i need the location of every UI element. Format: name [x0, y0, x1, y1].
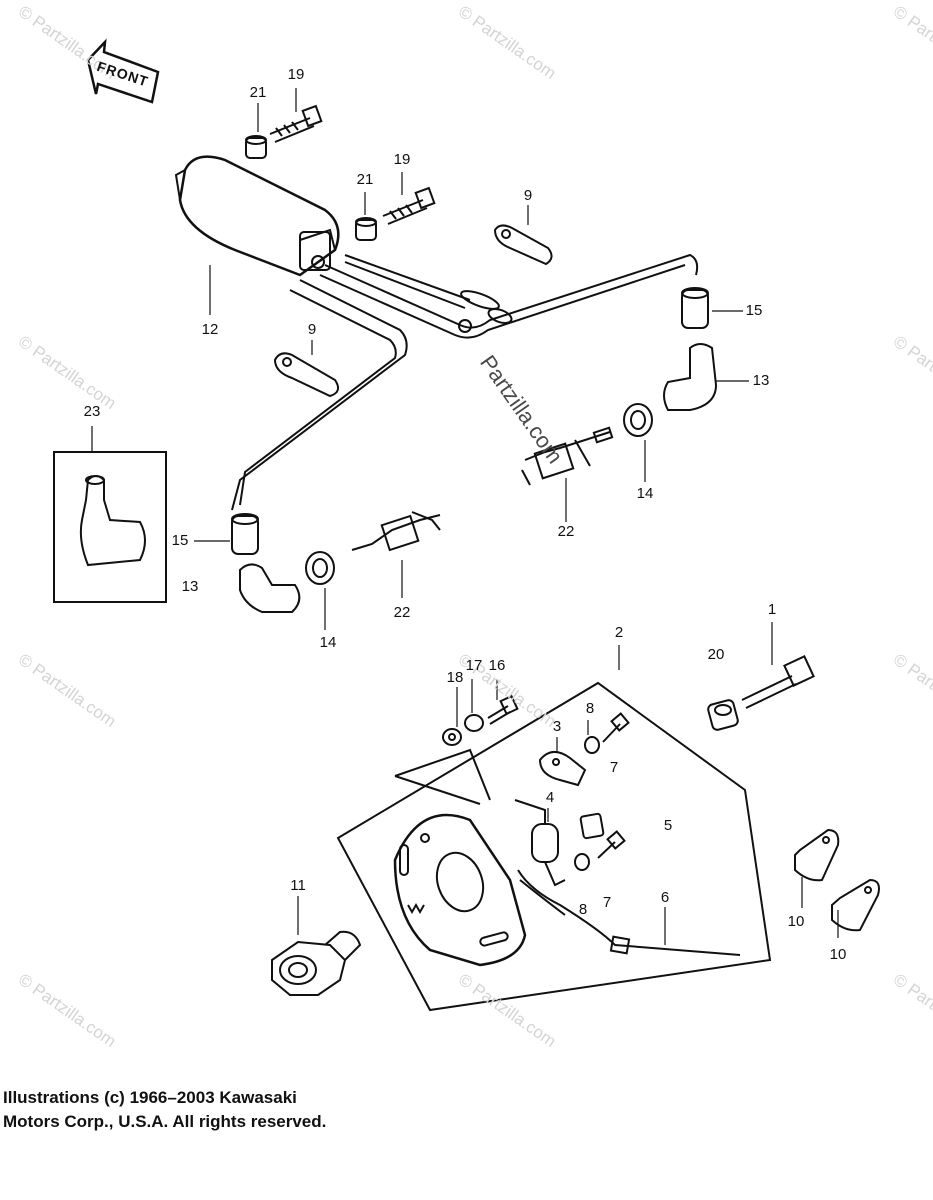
part-label-5: 5: [663, 817, 673, 834]
inset-box-23: [53, 451, 167, 603]
breaker-assembly-outline: [336, 681, 772, 1012]
part-label-16: 16: [488, 657, 506, 674]
part-label-19: 19: [393, 151, 411, 168]
part-label-10: 10: [787, 913, 805, 930]
spacer-21-lower: [355, 217, 377, 241]
leader-lines: [91, 88, 839, 945]
part-label-8: 8: [585, 700, 595, 717]
part-label-2: 2: [614, 624, 624, 641]
contact-breaker-3: [538, 751, 587, 787]
part-label-22: 22: [557, 523, 575, 540]
washer-8-upper: [584, 736, 600, 754]
part-label-1: 1: [767, 601, 777, 618]
washer-8-lower: [574, 853, 590, 871]
clamp-10-upper: [794, 828, 840, 882]
part-label-21: 21: [356, 171, 374, 188]
part-label-12: 12: [201, 321, 219, 338]
part-label-10: 10: [829, 946, 847, 963]
front-arrow-icon: [86, 38, 160, 104]
copyright-line-2: Motors Corp., U.S.A. All rights reserved…: [3, 1112, 327, 1131]
clamp-9-upper: [493, 224, 553, 266]
part-label-15: 15: [745, 302, 763, 319]
timing-advancer-11: [271, 930, 362, 996]
part-label-18: 18: [446, 669, 464, 686]
part-label-8: 8: [578, 901, 588, 918]
part-label-7: 7: [602, 894, 612, 911]
breaker-base-plate: [393, 813, 527, 967]
part-label-21: 21: [249, 84, 267, 101]
part-label-7: 7: [609, 759, 619, 776]
part-label-14: 14: [319, 634, 337, 651]
part-label-22: 22: [393, 604, 411, 621]
part-label-13: 13: [181, 578, 199, 595]
part-label-14: 14: [636, 485, 654, 502]
part-label-23: 23: [83, 403, 101, 420]
screw-16: [487, 694, 519, 725]
washer-17: [464, 714, 484, 732]
part-label-3: 3: [552, 718, 562, 735]
spark-plug-leads: [231, 253, 699, 511]
cap-15-right: [681, 287, 709, 329]
part-label-17: 17: [465, 657, 483, 674]
plug-cap-13-right: [663, 343, 718, 411]
cap-15-left: [231, 513, 259, 555]
spacer-21-upper: [245, 135, 267, 159]
seal-14-left: [305, 551, 335, 585]
bolt-19-upper: [269, 104, 323, 143]
part-label-13: 13: [752, 372, 770, 389]
cam-block-5: [579, 812, 605, 840]
condenser-4: [514, 799, 566, 887]
part-label-15: 15: [171, 532, 189, 549]
part-label-4: 4: [545, 789, 555, 806]
spark-plug-22-left: [351, 511, 441, 552]
part-label-6: 6: [660, 889, 670, 906]
part-label-9: 9: [307, 321, 317, 338]
screw-7-lower: [597, 830, 626, 859]
ignition-coil: [174, 155, 340, 277]
part-label-9: 9: [523, 187, 533, 204]
lead-wire-6: [517, 869, 741, 956]
copyright-notice: Illustrations (c) 1966–2003 Kawasaki Mot…: [3, 1086, 326, 1134]
plug-cap-13-left: [239, 563, 301, 613]
seal-14-right: [623, 403, 653, 437]
clamp-10-lower: [831, 878, 880, 932]
bolt-19-lower: [382, 186, 436, 225]
spark-plug-22-right: [521, 426, 614, 486]
washer-18: [442, 728, 462, 746]
clamp-9-lower: [273, 352, 340, 398]
bolt-1: [741, 655, 815, 709]
part-label-11: 11: [290, 877, 306, 894]
nut-20: [707, 699, 739, 731]
part-label-19: 19: [287, 66, 305, 83]
part-label-20: 20: [707, 646, 725, 663]
copyright-line-1: Illustrations (c) 1966–2003 Kawasaki: [3, 1088, 297, 1107]
screw-7-upper: [602, 712, 630, 743]
